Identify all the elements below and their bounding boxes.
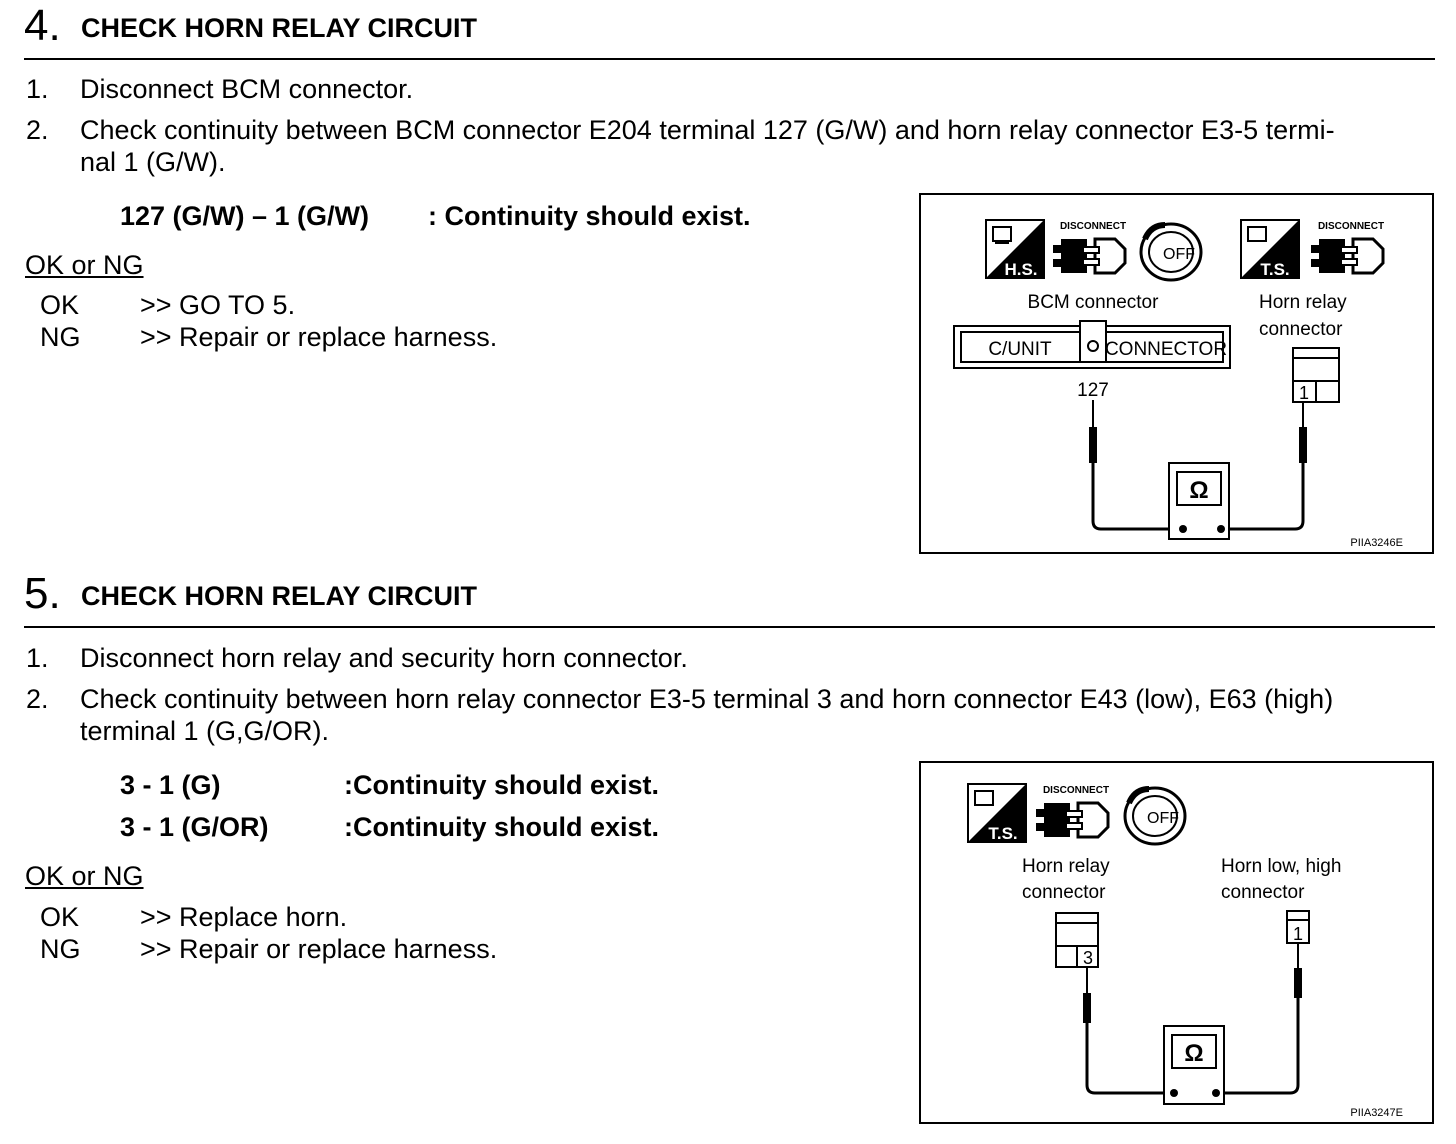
step-5-number: 5. [24, 569, 61, 618]
ignition-off-icon: OFF [1139, 222, 1203, 282]
horn-relay-connector-diagram: 3 [1055, 912, 1099, 968]
hs-label: H.S. [1004, 260, 1037, 279]
step-4-item-1-text: Disconnect BCM connector. [80, 74, 414, 104]
horn-relay-label-2: connector [1259, 319, 1343, 340]
step-4-result-ok-value: >> GO TO 5. [140, 290, 296, 320]
horn-label-2: connector [1221, 882, 1305, 903]
step-4-item-2-text-line1: Check continuity between BCM connector E… [80, 115, 1335, 145]
step-5-spec-2-left: 3 - 1 (G/OR) [120, 812, 269, 842]
step-5-item-1-number: 1. [26, 643, 49, 673]
disconnect-label: DISCONNECT [1060, 221, 1126, 232]
connector-label: CONNECTOR [1105, 339, 1227, 360]
terminal-side-icon: T.S. [1240, 219, 1300, 279]
step-4-result-ok-key: OK [40, 290, 80, 320]
step-4-spec-left: 127 (G/W) – 1 (G/W) [120, 201, 370, 231]
ohmmeter-circuit: Ω [1083, 943, 1302, 1105]
step-5-item-2-text-line1: Check continuity between horn relay conn… [80, 684, 1334, 714]
step-5-result-ng-key: NG [40, 934, 81, 964]
horn-terminal-number: 1 [1293, 924, 1303, 944]
horn-label-1: Horn low, high [1221, 856, 1341, 877]
step-4-item-2-number: 2. [26, 115, 49, 145]
step-5-result-ng-value: >> Repair or replace harness. [140, 934, 498, 964]
step-5-spec-2-right: :Continuity should exist. [344, 812, 659, 842]
disconnect-icon-2: DISCONNECT [1311, 221, 1385, 275]
step-4-number: 4. [24, 1, 61, 50]
terminal-side-icon: T.S. [967, 783, 1027, 843]
figure-code: PIIA3246E [1350, 537, 1403, 549]
step-4-title: CHECK HORN RELAY CIRCUIT [81, 13, 478, 43]
ohm-symbol: Ω [1189, 477, 1208, 504]
figure-code: PIIA3247E [1350, 1107, 1403, 1119]
horn-relay-label-1: Horn relay [1259, 292, 1347, 313]
step-4-divider [24, 58, 1435, 60]
ignition-off-icon: OFF [1123, 786, 1187, 846]
step-5-result-ok-key: OK [40, 902, 80, 932]
bcm-terminal-number: 127 [1077, 380, 1109, 401]
step-4-item-2-text-line2: nal 1 (G/W). [80, 147, 226, 177]
harness-side-icon: H.S. [985, 219, 1045, 279]
cunit-label: C/UNIT [988, 339, 1052, 360]
off-label: OFF [1163, 246, 1195, 263]
step-4-result-ng-key: NG [40, 322, 81, 352]
figure-bcm-horn-relay-continuity: H.S. DISCONNECT OFF T.S. DISCONN [919, 193, 1434, 554]
horn-relay-connector-diagram: 1 [1292, 347, 1340, 403]
ohmmeter-circuit: Ω [1089, 400, 1307, 540]
step-4-result-ng-value: >> Repair or replace harness. [140, 322, 498, 352]
horn-connector-diagram: 1 [1286, 910, 1310, 944]
disconnect-icon: DISCONNECT [1036, 785, 1110, 839]
ts-label: T.S. [1260, 260, 1289, 279]
step-5-item-1-text: Disconnect horn relay and security horn … [80, 643, 688, 673]
bcm-connector-diagram: C/UNIT CONNECTOR [953, 320, 1231, 369]
disconnect-icon: DISCONNECT [1053, 221, 1127, 275]
step-4-item-1-number: 1. [26, 74, 49, 104]
ts-label: T.S. [988, 824, 1017, 843]
disconnect-label: DISCONNECT [1043, 785, 1109, 796]
disconnect-label-2: DISCONNECT [1318, 221, 1384, 232]
step-5-item-2-number: 2. [26, 684, 49, 714]
horn-relay-label-1: Horn relay [1022, 856, 1110, 877]
step-5-spec-1-right: :Continuity should exist. [344, 770, 659, 800]
step-5-divider [24, 626, 1435, 628]
relay-terminal-number: 1 [1299, 383, 1309, 403]
figure-horn-relay-horn-continuity: T.S. DISCONNECT OFF Horn relay connector… [919, 761, 1434, 1124]
step-5-spec-1-left: 3 - 1 (G) [120, 770, 221, 800]
horn-relay-label-2: connector [1022, 882, 1106, 903]
bcm-connector-label: BCM connector [1028, 292, 1160, 313]
step-4-spec-right: : Continuity should exist. [428, 201, 751, 231]
step-5-result-heading: OK or NG [25, 861, 144, 891]
step-5-result-ok-value: >> Replace horn. [140, 902, 348, 932]
step-5-title: CHECK HORN RELAY CIRCUIT [81, 581, 478, 611]
relay-terminal-number: 3 [1083, 948, 1093, 968]
off-label: OFF [1147, 810, 1179, 827]
ohm-symbol: Ω [1184, 1040, 1203, 1067]
step-4-result-heading: OK or NG [25, 250, 144, 280]
step-5-item-2-text-line2: terminal 1 (G,G/OR). [80, 716, 330, 746]
